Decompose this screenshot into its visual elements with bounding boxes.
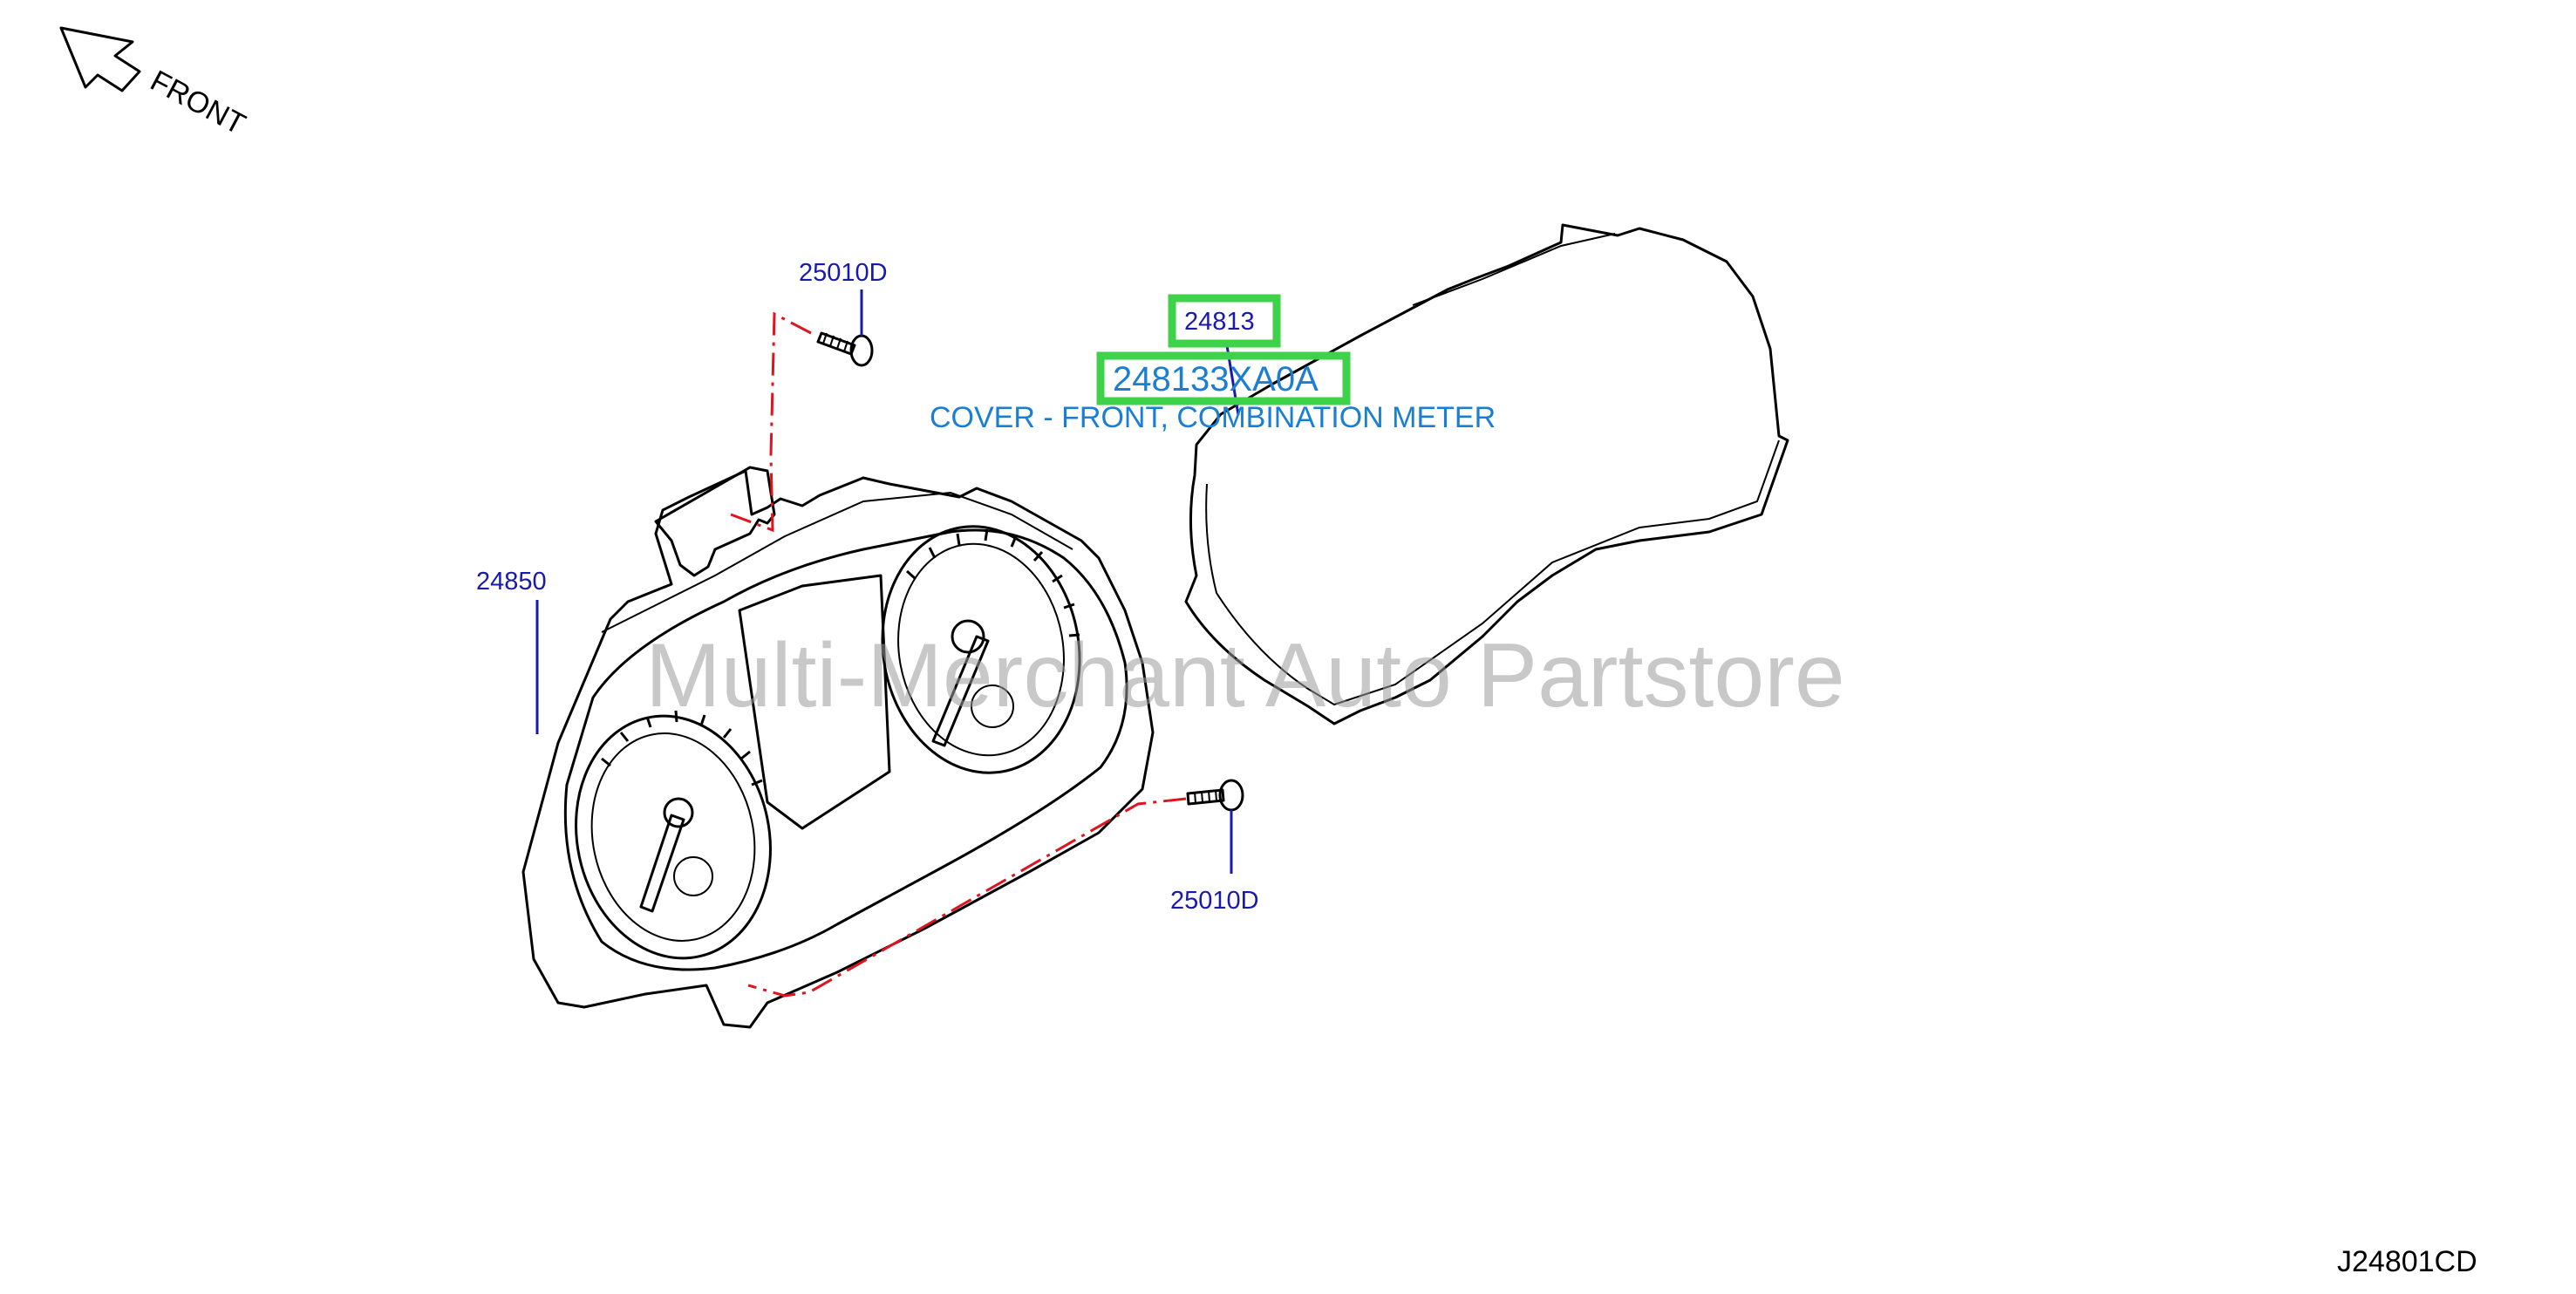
front-label: FRONT — [145, 65, 250, 142]
assembly-line-top — [730, 311, 812, 533]
meter-front-face — [563, 528, 1128, 971]
meter-housing-outline — [521, 469, 1155, 1029]
speedometer-subdial — [971, 684, 1014, 728]
speedometer-inner-ring — [897, 542, 1065, 757]
front-orientation-indicator: FRONT — [59, 26, 250, 142]
arrow-up-left-icon — [59, 26, 141, 92]
meter-bracket — [654, 466, 776, 577]
callout-cover-ref[interactable]: 24813 — [1184, 308, 1255, 336]
tachometer-subdial — [673, 856, 713, 896]
screw-bottom-shank — [1186, 788, 1225, 806]
front-cover-inner-edge — [1205, 439, 1780, 706]
front-cover-part[interactable] — [1184, 223, 1789, 725]
diagram-code: J24801CD — [2337, 1245, 2477, 1278]
callout-meter-assembly[interactable]: 24850 — [476, 568, 547, 596]
front-cover-outline — [1184, 223, 1789, 725]
combination-meter-assembly[interactable] — [521, 466, 1155, 1029]
meter-top-edge — [601, 491, 1073, 633]
screw-bottom[interactable] — [1186, 779, 1244, 812]
watermark-text: Multi-Merchant Auto Partstore — [645, 625, 1845, 726]
assembly-lines — [730, 311, 1187, 998]
center-display — [738, 574, 891, 830]
front-cover-top-rib — [1412, 233, 1616, 306]
speedometer-gauge — [881, 525, 1081, 774]
callout-screw-top[interactable]: 25010D — [799, 259, 888, 287]
assembly-line-bottom — [747, 797, 1187, 998]
screw-top[interactable] — [816, 331, 874, 367]
gauge-tick-marks — [601, 528, 1080, 787]
tachometer-gauge — [575, 714, 772, 960]
part-number-highlight — [1096, 351, 1351, 405]
screw-top-head — [849, 334, 874, 367]
part-number[interactable]: 248133XA0A — [1113, 360, 1319, 398]
callout-cover-ref-highlight — [1168, 294, 1281, 348]
tachometer-hub — [663, 797, 694, 828]
speedometer-hub — [951, 619, 985, 654]
part-description: COVER - FRONT, COMBINATION METER — [930, 401, 1496, 434]
callout-screw-bottom[interactable]: 25010D — [1170, 887, 1259, 915]
tachometer-needle — [639, 814, 685, 913]
tachometer-inner-ring — [590, 732, 756, 942]
